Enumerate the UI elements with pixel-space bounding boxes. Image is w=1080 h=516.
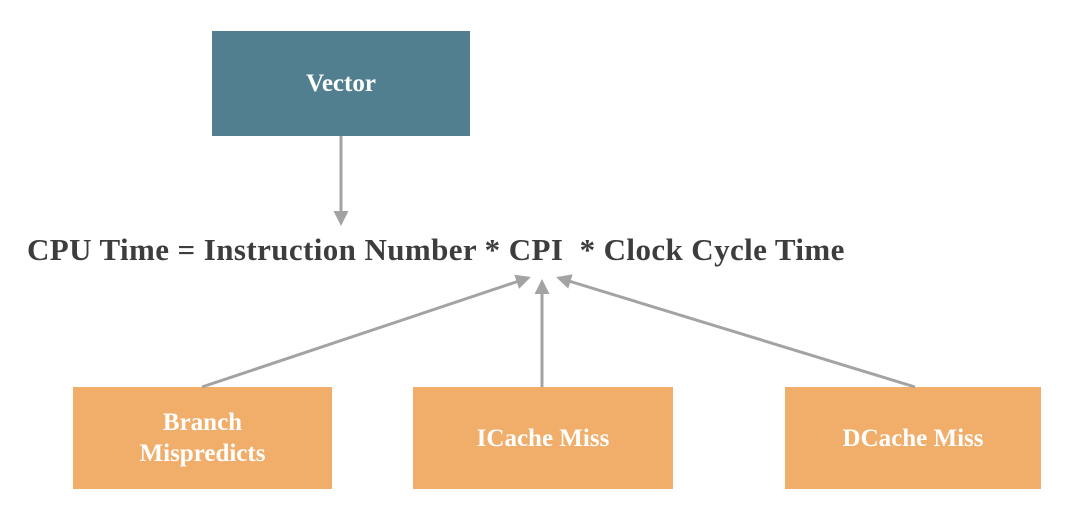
node-vector-label: Vector [306,69,376,97]
node-branch-mispredicts: Branch Mispredicts [73,387,332,489]
node-icache-miss: ICache Miss [413,387,673,489]
node-branch-mispredicts-label: Branch Mispredicts [139,409,266,467]
node-dcache-miss-label: DCache Miss [842,424,984,452]
cpu-time-equation: CPU Time = Instruction Number * CPI * Cl… [27,232,845,267]
arrow-branch-to-cpi [201,274,531,389]
node-dcache-miss: DCache Miss [785,387,1041,489]
node-vector: Vector [212,31,470,136]
arrow-dcache-to-cpi [556,274,916,389]
node-icache-miss-label: ICache Miss [476,424,610,452]
